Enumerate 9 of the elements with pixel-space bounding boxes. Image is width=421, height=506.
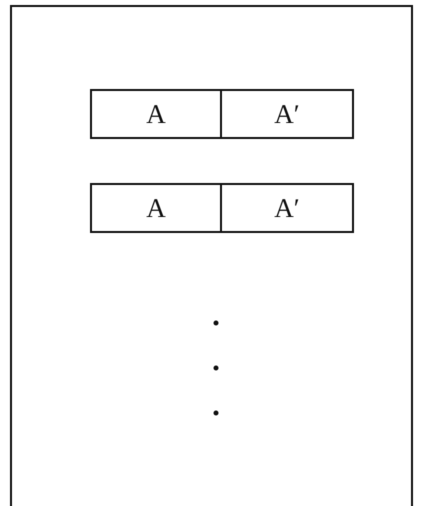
cell-text: A: [146, 192, 166, 224]
cell-text: A: [146, 98, 166, 130]
frame: [10, 5, 413, 506]
table-cell: [222, 183, 354, 233]
table-cell: [222, 89, 354, 139]
table-cell: [90, 183, 222, 233]
cell-text: A′: [274, 98, 300, 130]
cell-text: A′: [274, 192, 300, 224]
table-cell: [90, 89, 222, 139]
